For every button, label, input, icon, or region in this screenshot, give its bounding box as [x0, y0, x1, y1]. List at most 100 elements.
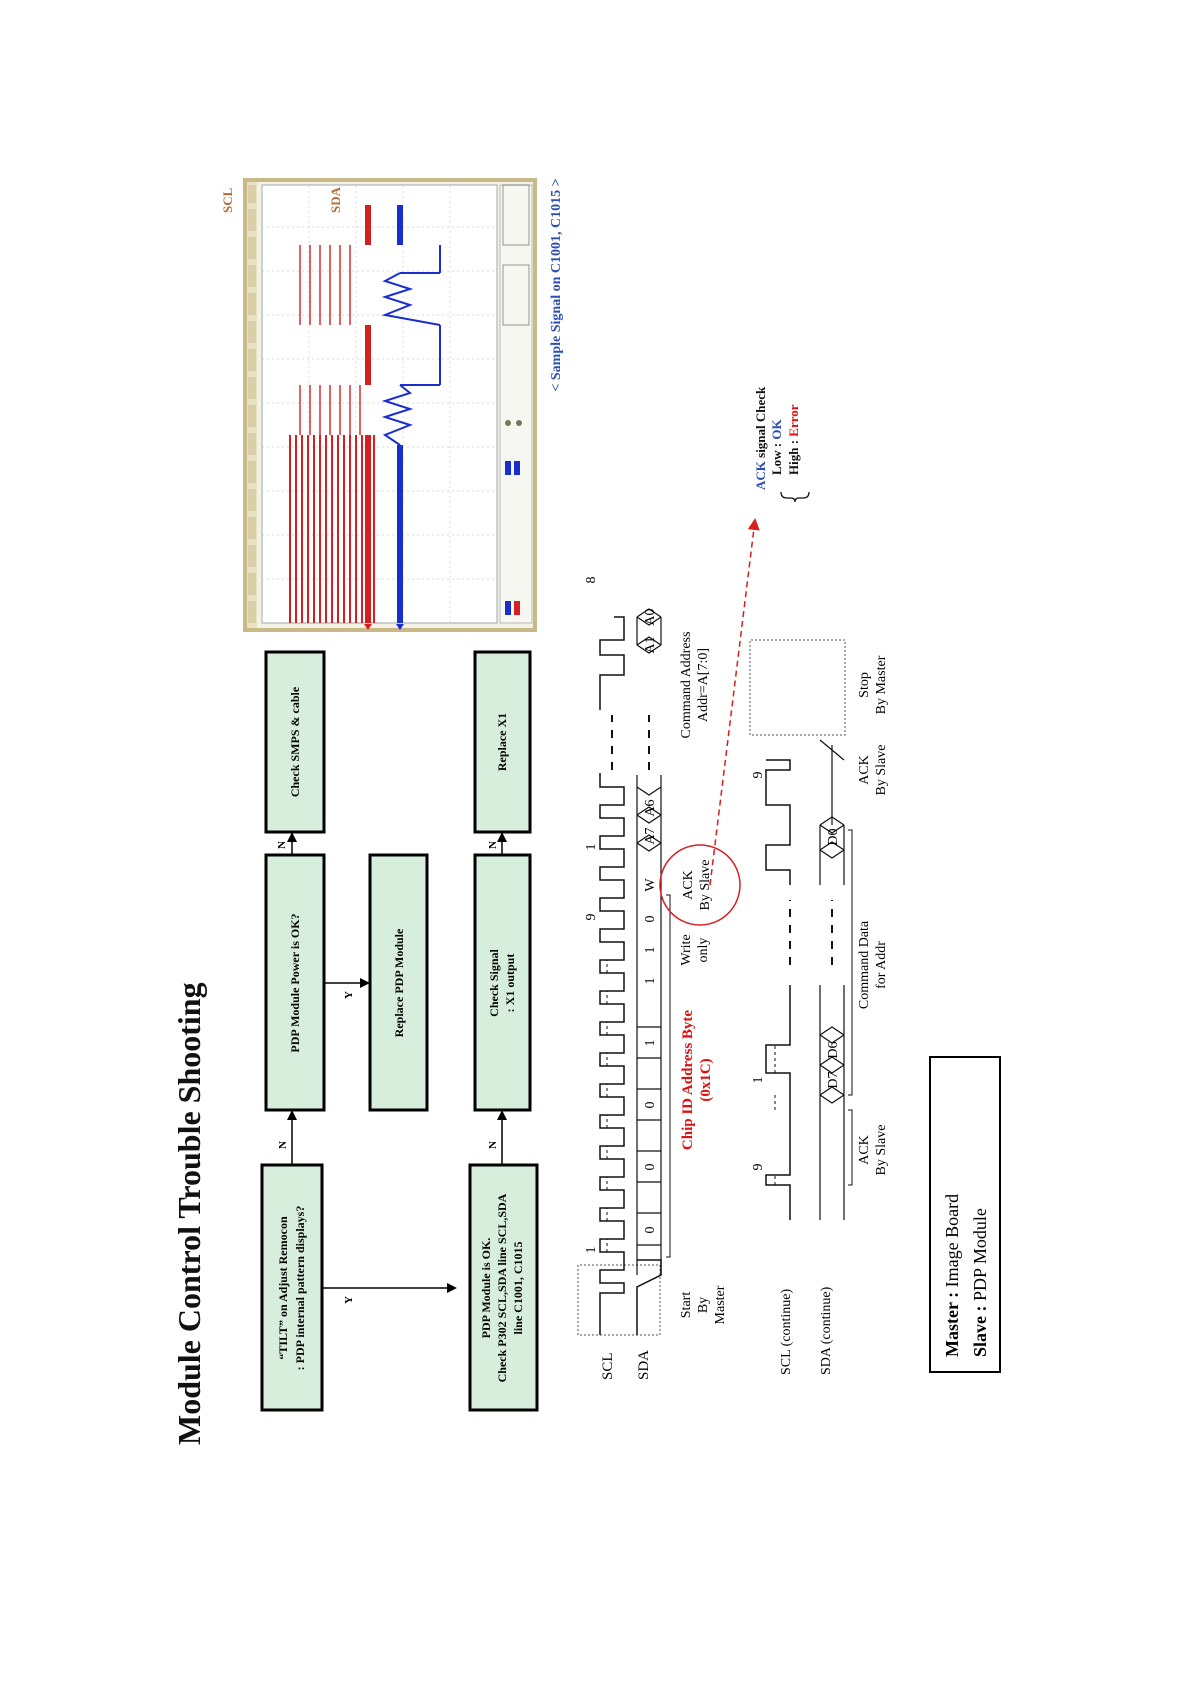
flow-box-tilt-line1: “TILT” on Adjust Remocon [276, 1216, 290, 1360]
oscilloscope-capture: SCL SDA < Sample Signal on C1001, C1015 … [220, 178, 564, 632]
legend-box [929, 1056, 1001, 1373]
master-slave-legend: Master : Image Board Slave : PDP Module [929, 1056, 1001, 1373]
flow-box-replace-pdp [368, 853, 429, 1112]
flow-box-module-ok-line2: Check P302 SCL,SDA line SCL,SDA [495, 1193, 509, 1382]
bit-0: 0 [643, 1227, 658, 1234]
label-chip-id-1: Chip ID Address Byte [680, 1010, 696, 1151]
legend-slave: Slave : PDP Module [970, 1208, 990, 1357]
cmd-data-bracket [848, 829, 853, 1096]
ack-check-low-value: OK [769, 418, 784, 439]
flow-box-module-ok-line1: PDP Module is OK. [479, 1238, 493, 1339]
clk-num-1c: 1 [751, 1077, 766, 1084]
label-ack-slave-1a: ACK [681, 870, 696, 900]
flow-box-module-ok [468, 1163, 539, 1412]
arrow-label-no-4: N [487, 841, 499, 849]
label-stop-1: Stop [857, 672, 872, 698]
scope-label-scl: SCL [220, 187, 235, 213]
bit-6: 0 [643, 916, 658, 923]
ack-dashed-arrow [709, 518, 760, 886]
scope-label-sda: SDA [328, 186, 343, 213]
sda-bit-boundaries [637, 1026, 661, 1246]
flow-box-tilt-line2: : PDP internal pattern displays? [293, 1206, 307, 1371]
addr-a7: A7 [643, 827, 658, 844]
stop-condition-box [749, 639, 846, 736]
arrow-label-yes-1: Y [343, 991, 355, 999]
scope-scl-pulses [299, 205, 371, 435]
bit-5: 1 [643, 947, 658, 954]
bit-3: 1 [643, 1040, 658, 1047]
legend-master: Master : Image Board [942, 1194, 962, 1357]
sda-address-boxes [636, 608, 662, 852]
addr-a0: A0 [643, 608, 658, 625]
data-d7: D7 [826, 1071, 841, 1088]
label-chip-id-2: (0x1C) [698, 1058, 714, 1101]
arrow-label-no-3: N [487, 1141, 499, 1149]
bit-2: 0 [643, 1102, 658, 1109]
label-ack-slave-1b: By Slave [698, 860, 713, 911]
scope-trigger-markers [364, 624, 404, 630]
ack-check-title-rest: signal Check [753, 386, 768, 461]
label-ack-slave-2a: ACK [857, 1135, 872, 1165]
sda-waveform [636, 1259, 662, 1335]
scope-grid [261, 184, 498, 624]
scl-waveform [599, 773, 625, 1335]
label-cmd-addr-2: Addr=A[7:0] [696, 648, 711, 722]
legend-slave-value: PDP Module [970, 1208, 990, 1301]
label-start-3: Master [713, 1285, 728, 1324]
label-start-1: Start [679, 1292, 694, 1319]
ack-check-title: ACK signal Check [753, 386, 768, 490]
scl-cont-waveform [765, 985, 791, 1220]
addr-a1: A1 [643, 636, 658, 653]
clk-num-9a: 9 [584, 914, 599, 921]
arrow-label-no-2: N [276, 841, 288, 849]
scope-caption: < Sample Signal on C1001, C1015 > [549, 178, 564, 391]
flow-box-replace-x1-label: Replace X1 [495, 713, 509, 771]
bit-w: W [643, 878, 658, 892]
ack-check-high: High : Error [786, 404, 801, 475]
legend-master-value: Image Board [942, 1194, 962, 1287]
scope-menu-buttons [248, 185, 256, 623]
timing-label-scl-cont: SCL (continue) [779, 1288, 794, 1375]
clk-num-9c: 9 [751, 772, 766, 779]
flow-box-power-label: PDP Module Power is OK? [288, 913, 302, 1052]
label-stop-2: By Master [874, 655, 889, 714]
flow-box-replace-pdp-label: Replace PDP Module [392, 928, 406, 1037]
scope-readout-chips [502, 184, 530, 615]
addr-a6: A6 [643, 799, 658, 816]
scl-waveform-end [599, 616, 625, 710]
ack-check-brace [780, 491, 810, 503]
page-title: Module Control Trouble Shooting [171, 982, 207, 1445]
start-condition-box [577, 1264, 661, 1336]
data-d0: D0 [826, 828, 841, 845]
timing-label-sda: SDA [636, 1350, 652, 1380]
ack-check-low: Low : OK [769, 418, 784, 475]
bit-1: 0 [643, 1164, 658, 1171]
timing-label-scl: SCL [600, 1352, 616, 1380]
scope-trace-scl [289, 435, 375, 623]
label-ack-slave-3a: ACK [857, 755, 872, 785]
ack-check-low-label: Low : [769, 440, 784, 475]
ack-signal-check: ACK signal Check Low : OK High : Error [709, 386, 810, 886]
clk-num-8: 8 [584, 577, 599, 584]
scope-gridlines [262, 185, 497, 623]
label-start-2: By [696, 1297, 711, 1313]
timing-diagram: SCL SDA [577, 577, 889, 1380]
scl-cont-waveform-end [765, 759, 791, 885]
label-ack-slave-3b: By Slave [874, 745, 889, 796]
label-ack-slave-2b: By Slave [874, 1125, 889, 1176]
label-write-1: Write [679, 934, 694, 965]
scope-trace-sda [381, 205, 441, 623]
flowchart: “TILT” on Adjust Remocon : PDP internal … [260, 650, 539, 1412]
chip-id-bracket [666, 894, 671, 1258]
label-cmd-data-2: for Addr [874, 941, 889, 989]
ack-check-high-value: Error [786, 404, 801, 436]
clk-num-1a: 1 [584, 1247, 599, 1254]
flow-box-tilt [260, 1163, 324, 1412]
flow-box-check-signal-line2: : X1 output [503, 954, 517, 1013]
flow-box-module-ok-line3: line C1001, C1015 [511, 1242, 525, 1335]
data-d6: D6 [826, 1041, 841, 1058]
scope-readout-panel [499, 184, 533, 624]
ack-check-title-ack: ACK [753, 460, 768, 490]
timing-label-sda-cont: SDA (continue) [819, 1286, 834, 1375]
